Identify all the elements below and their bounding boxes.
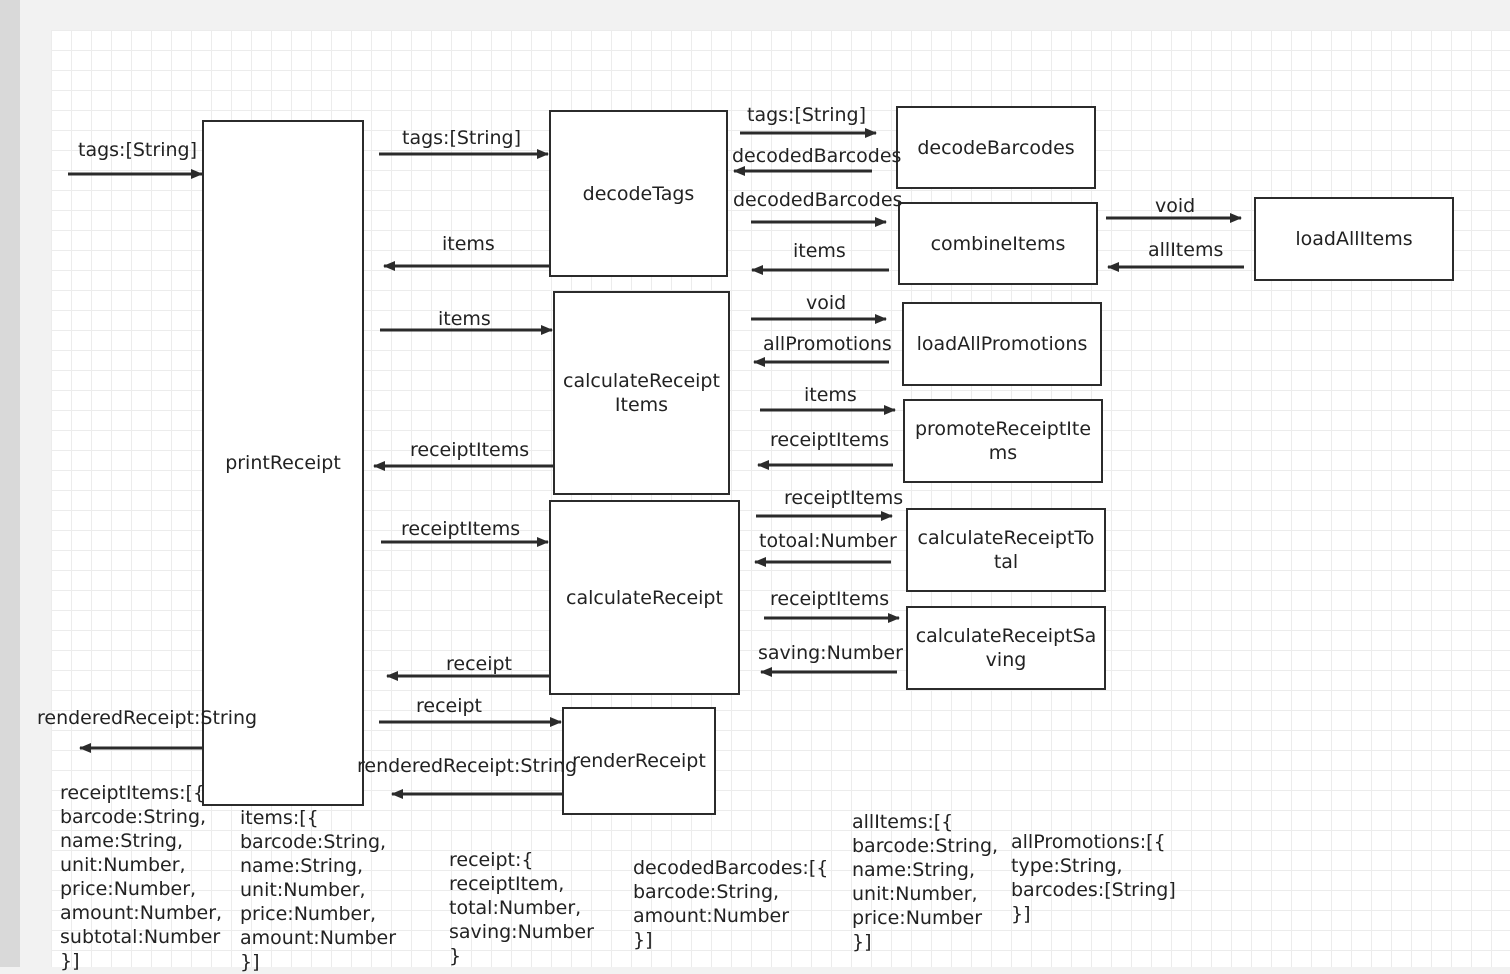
edge-label-items-from-decodetags: items [442,233,495,255]
note-all-items-type: allItems:[{ barcode:String, name:String,… [852,811,999,953]
note-receipt-type: receipt:{ receiptItem, total:Number, sav… [449,849,594,967]
node-render-receipt[interactable]: renderReceipt [562,707,716,815]
edge-label-items-from-combine: items [793,240,846,262]
edge-label-void-to-loadallitems: void [1155,195,1196,217]
edge-label-void-to-loadallpromotions: void [806,292,847,314]
edge-label-allitems-back: allItems [1148,239,1224,261]
node-calculate-receipt-saving[interactable]: calculateReceiptSaving [906,606,1106,690]
edge-label-receiptitems-from-promote: receiptItems [770,429,890,451]
node-print-receipt[interactable]: printReceipt [202,120,364,806]
note-decoded-barcodes-type: decodedBarcodes:[{ barcode:String, amoun… [633,857,829,951]
edge-label-saving-back: saving:Number [758,642,903,664]
edge-label-decodedbarcodes-back: decodedBarcodes [732,145,902,167]
node-calculate-receipt-total[interactable]: calculateReceiptTotal [906,508,1106,592]
node-combine-items[interactable]: combineItems [898,202,1098,285]
edge-label-output-rendered: renderedReceipt:String [37,707,258,729]
note-receipt-items-type: receiptItems:[{ barcode:String, name:Str… [60,782,223,972]
edge-label-receipt-to-render: receipt [416,695,483,717]
edge-label-rendered-from-render: renderedReceipt:String [357,755,578,777]
left-scroll-strip [0,0,20,967]
node-decode-barcodes[interactable]: decodeBarcodes [896,106,1096,189]
edge-label-receiptitems-to-total: receiptItems [784,487,904,509]
node-promote-receipt-items[interactable]: promoteReceiptItems [903,399,1103,483]
node-load-all-items[interactable]: loadAllItems [1254,197,1454,281]
edge-label-decodedbarcodes-to-combine: decodedBarcodes [733,189,903,211]
edge-label-allpromotions-back: allPromotions [763,333,892,355]
edge-label-receiptitems-from-calcreceiptitems: receiptItems [410,439,530,461]
note-items-type: items:[{ barcode:String, name:String, un… [240,807,397,973]
edge-label-total-back: totoal:Number [759,530,897,552]
edge-label-receipt-from-calcreceipt: receipt [446,653,513,675]
node-calculate-receipt[interactable]: calculateReceipt [549,500,740,695]
edge-label-tags-to-decodebarcodes: tags:[String] [747,104,866,126]
edge-label-items-to-calcreceiptitems: items [438,308,491,330]
edge-label-tags-to-decodetags: tags:[String] [402,127,521,149]
edge-label-input-tags: tags:[String] [78,139,197,161]
node-calculate-receipt-items[interactable]: calculateReceiptItems [553,291,730,495]
node-load-all-promotions[interactable]: loadAllPromotions [902,302,1102,386]
edge-label-receiptitems-to-calcreceipt: receiptItems [401,518,521,540]
edge-label-items-to-promote: items [804,384,857,406]
edge-label-receiptitems-to-saving: receiptItems [770,588,890,610]
node-decode-tags[interactable]: decodeTags [549,110,728,277]
note-all-promotions-type: allPromotions:[{ type:String, barcodes:[… [1011,831,1176,925]
